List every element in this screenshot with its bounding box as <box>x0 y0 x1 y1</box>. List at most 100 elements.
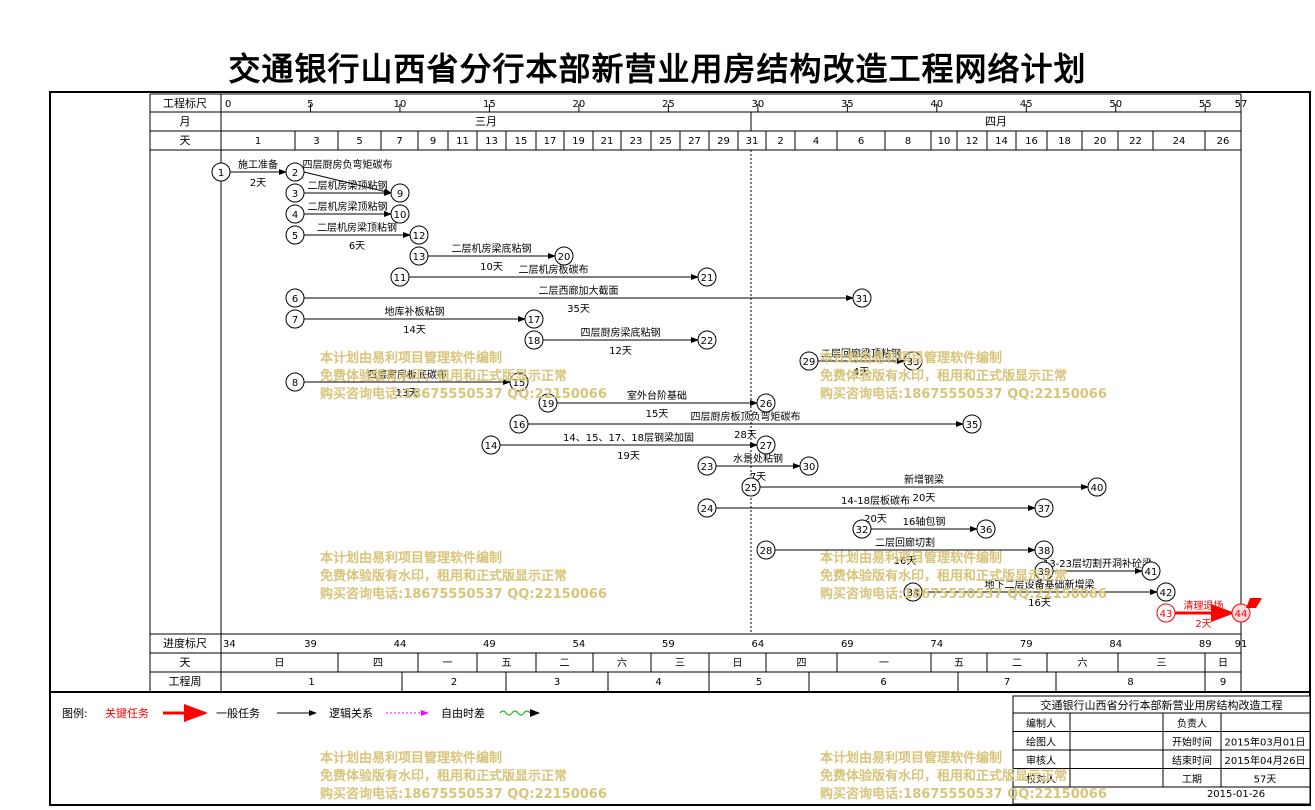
node-number: 19 <box>542 399 555 410</box>
footer-tick-label: 49 <box>483 639 496 650</box>
node-28: 28 <box>756 540 776 560</box>
weekday-label: 六 <box>617 657 627 669</box>
node-number: 8 <box>292 378 298 389</box>
task-duration: 20天 <box>864 514 887 525</box>
watermark-line: 本计划由易利项目管理软件编制 <box>320 751 503 766</box>
watermark-line: 免费体验版有水印，租用和正式版显示正常 <box>320 569 568 584</box>
info-key: 审核人 <box>1026 754 1056 767</box>
task-name: 四层厨房板底碳布 <box>367 368 447 381</box>
node-number: 39 <box>1038 567 1051 578</box>
node-circle <box>741 477 761 497</box>
node-number: 23 <box>701 462 714 473</box>
watermark-line: 免费体验版有水印，租用和正式版显示正常 <box>820 569 1068 584</box>
task-duration: 16天 <box>894 556 917 567</box>
watermark-line: 免费体验版有水印，租用和正式版显示正常 <box>820 769 1068 784</box>
task-name: 14-18层板碳布 <box>841 494 910 507</box>
node-number: 38 <box>1038 546 1051 557</box>
node-27: 27 <box>756 435 776 455</box>
node-44: 44 <box>1231 603 1251 623</box>
footer-tick-label: 39 <box>304 639 317 650</box>
node-number: 15 <box>513 378 526 389</box>
node-circle <box>285 372 305 392</box>
weekday-label: 二 <box>1012 658 1022 669</box>
task-duration: 10天 <box>480 262 503 273</box>
month-label-april: 四月 <box>985 115 1007 128</box>
footer-tick-label: 89 <box>1199 639 1212 650</box>
node-number: 3 <box>292 189 298 200</box>
node-circle <box>756 435 776 455</box>
day-label: 20 <box>1094 136 1107 147</box>
day-label: 13 <box>485 136 498 147</box>
node-circle <box>1156 582 1176 602</box>
node-34: 34 <box>903 582 923 602</box>
node-number: 24 <box>701 504 714 515</box>
task-name: 二层机房梁顶粘钢 <box>308 179 388 192</box>
node-43: 43 <box>1156 603 1176 623</box>
node-number: 10 <box>394 210 407 221</box>
week-label: 3 <box>554 677 560 688</box>
task-duration: 15天 <box>646 409 669 420</box>
day-label: 27 <box>688 136 701 147</box>
node-number: 16 <box>513 420 526 431</box>
task-duration: 7天 <box>750 472 766 483</box>
node-circle <box>285 162 305 182</box>
node-14: 14 <box>481 435 501 455</box>
day-label: 7 <box>396 136 402 147</box>
day-label: 17 <box>544 136 557 147</box>
footer-label-scale: 进度标尺 <box>163 636 207 650</box>
task-name: 二层西廊加大截面 <box>539 284 619 297</box>
node-number: 27 <box>760 441 773 452</box>
node-circle <box>697 456 717 476</box>
watermark-line: 免费体验版有水印，租用和正式版显示正常 <box>320 369 568 384</box>
task-duration: 12天 <box>609 346 632 357</box>
watermark: 本计划由易利项目管理软件编制免费体验版有水印，租用和正式版显示正常购买咨询电话:… <box>820 550 1107 604</box>
week-label: 9 <box>1220 677 1226 688</box>
node-number: 42 <box>1160 588 1173 599</box>
info-project: 交通银行山西省分行本部新营业用房结构改造工程 <box>1041 698 1283 712</box>
footer-tick-label: 64 <box>751 639 764 650</box>
info-value: 57天 <box>1254 775 1277 786</box>
info-key: 校对人 <box>1026 773 1056 786</box>
node-30: 30 <box>799 456 819 476</box>
node-number: 36 <box>980 525 993 536</box>
node-circle <box>903 351 923 371</box>
task-name: 二层机房板碳布 <box>519 263 589 276</box>
node-number: 2 <box>292 168 298 179</box>
weekday-label: 三 <box>1157 658 1167 669</box>
node-37: 37 <box>1034 498 1054 518</box>
node-number: 17 <box>528 315 541 326</box>
task-name: 地库补板粘钢 <box>385 305 445 318</box>
node-number: 40 <box>1091 483 1104 494</box>
legend-float-arrow <box>530 709 540 717</box>
task-duration: 4天 <box>853 367 869 378</box>
watermark-line: 本计划由易利项目管理软件编制 <box>820 751 1003 766</box>
footer-tick-label: 34 <box>223 639 236 650</box>
week-label: 4 <box>655 677 661 688</box>
node-33: 33 <box>903 351 923 371</box>
node-24: 24 <box>697 498 717 518</box>
node-number: 34 <box>907 588 920 599</box>
node-39: 39 <box>1034 561 1054 581</box>
footer-label-day: 天 <box>180 656 191 669</box>
page-title: 交通银行山西省分行本部新营业用房结构改造工程网络计划 <box>228 50 1087 88</box>
weekday-label: 三 <box>675 658 685 669</box>
node-number: 29 <box>803 357 816 368</box>
node-circle <box>509 372 529 392</box>
node-number: 25 <box>745 483 758 494</box>
node-number: 4 <box>292 210 298 221</box>
node-circle <box>524 309 544 329</box>
node-number: 44 <box>1235 609 1248 620</box>
watermark-line: 购买咨询电话:18675550537 QQ:22150066 <box>320 587 607 602</box>
week-label: 8 <box>1127 677 1133 688</box>
node-number: 33 <box>907 357 920 368</box>
watermark-line: 购买咨询电话:18675550537 QQ:22150066 <box>820 787 1107 802</box>
day-label: 15 <box>515 136 528 147</box>
node-12: 12 <box>409 225 429 245</box>
node-10: 10 <box>390 204 410 224</box>
task-duration: 35天 <box>567 304 590 315</box>
header-label-day: 天 <box>180 134 191 147</box>
node-number: 41 <box>1145 567 1158 578</box>
task-duration: 6天 <box>349 241 365 252</box>
watermark-line: 购买咨询电话:18675550537 QQ:22150066 <box>820 587 1107 602</box>
